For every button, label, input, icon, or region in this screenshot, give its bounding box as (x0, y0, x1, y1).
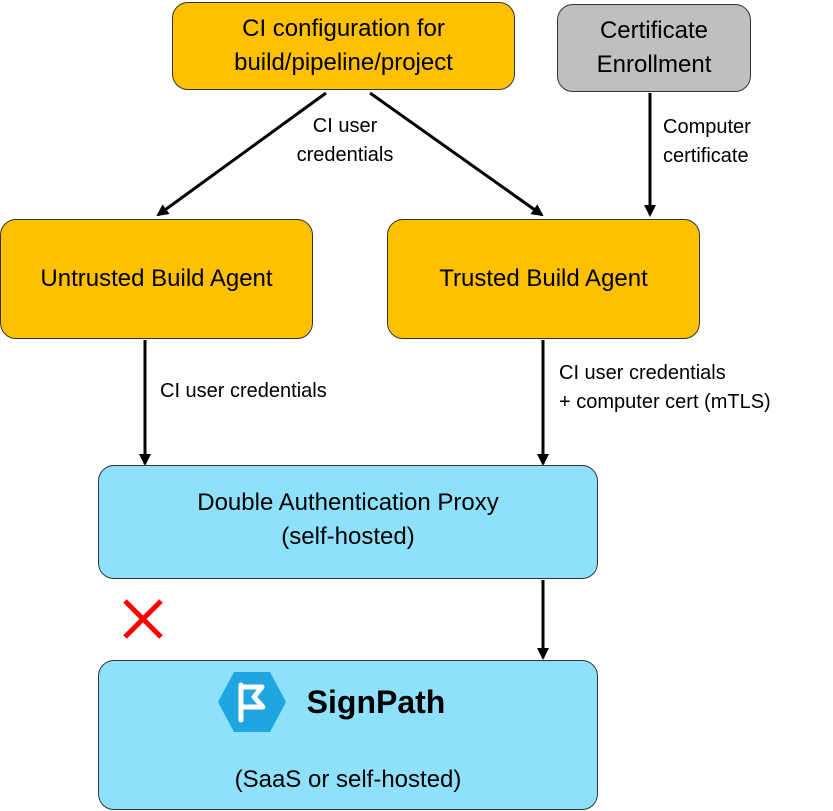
edge-label-line: CI user (312, 115, 378, 137)
edge-label-trusted-credentials: CI user credentials + computer cert (mTL… (559, 359, 771, 417)
signpath-subtitle: (SaaS or self-hosted) (234, 766, 462, 793)
trusted-build-agent-label: Trusted Build Agent (439, 265, 648, 292)
signpath-logo: SignPath (217, 671, 446, 733)
ci-configuration-line-2: build/pipeline/project (234, 49, 453, 76)
signpath-node: SignPath (SaaS or self-hosted) (98, 660, 598, 810)
ci-configuration-line-1: CI configuration for (242, 15, 445, 42)
edge-label-ci-user-credentials-top: CI user credentials (290, 112, 400, 170)
arrow-ci-to-trusted (369, 91, 544, 217)
certificate-enrollment-node: Certificate Enrollment (557, 4, 751, 92)
untrusted-build-agent-label: Untrusted Build Agent (40, 265, 273, 292)
edge-label-line: Computer (663, 116, 751, 138)
edge-label-line: + computer cert (mTLS) (559, 391, 771, 413)
ci-configuration-node: CI configuration for build/pipeline/proj… (172, 2, 515, 90)
edge-label-line: CI user credentials (559, 362, 726, 384)
proxy-line-2: (self-hosted) (281, 523, 415, 550)
signpath-logo-icon (217, 671, 287, 733)
edge-label-line: credentials (296, 144, 394, 166)
certificate-enrollment-line-2: Enrollment (596, 51, 712, 78)
red-x-icon (121, 597, 165, 646)
double-authentication-proxy-node: Double Authentication Proxy (self-hosted… (98, 465, 598, 579)
arrow-ci-to-untrusted (156, 91, 327, 217)
edge-label-untrusted-credentials: CI user credentials (160, 377, 327, 406)
edge-label-line: CI user credentials (160, 380, 327, 402)
edge-label-line: certificate (663, 145, 749, 167)
untrusted-build-agent-node: Untrusted Build Agent (0, 219, 313, 339)
trusted-build-agent-node: Trusted Build Agent (387, 219, 700, 339)
certificate-enrollment-line-1: Certificate (599, 17, 709, 44)
edge-label-computer-certificate: Computer certificate (663, 113, 751, 171)
proxy-line-1: Double Authentication Proxy (197, 489, 499, 516)
signpath-logo-text: SignPath (306, 684, 446, 720)
